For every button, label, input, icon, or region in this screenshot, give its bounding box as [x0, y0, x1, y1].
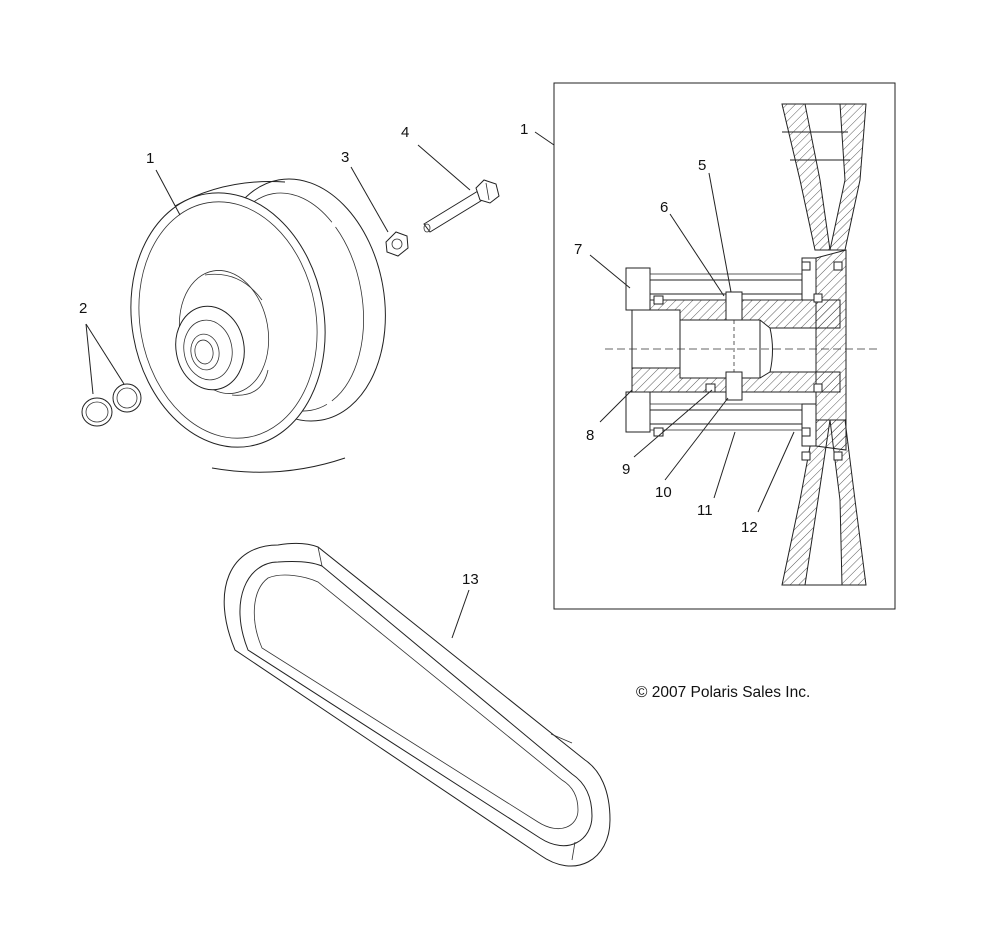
label-7: 7 — [574, 241, 582, 258]
label-9: 9 — [622, 461, 630, 478]
label-4-bolt: 4 — [401, 124, 409, 141]
label-12: 12 — [741, 519, 758, 536]
drive-belt-drawing — [223, 542, 611, 867]
label-5: 5 — [698, 157, 706, 174]
label-10: 10 — [655, 484, 672, 501]
label-11: 11 — [697, 502, 713, 519]
label-1-pulley: 1 — [146, 150, 154, 167]
bolt-drawing — [423, 179, 500, 233]
label-2-rings: 2 — [79, 300, 87, 317]
label-3-washer: 3 — [341, 149, 349, 166]
copyright-text: © 2007 Polaris Sales Inc. — [636, 684, 810, 701]
label-8: 8 — [586, 427, 594, 444]
label-13-belt: 13 — [462, 571, 479, 588]
label-1-section: 1 — [520, 121, 528, 138]
o-rings-drawing — [81, 383, 142, 427]
section-view-frame — [553, 82, 896, 610]
label-6: 6 — [660, 199, 668, 216]
clutch-cross-section — [605, 103, 880, 586]
washer-drawing — [385, 231, 409, 257]
drive-pulley-drawing — [130, 178, 386, 473]
